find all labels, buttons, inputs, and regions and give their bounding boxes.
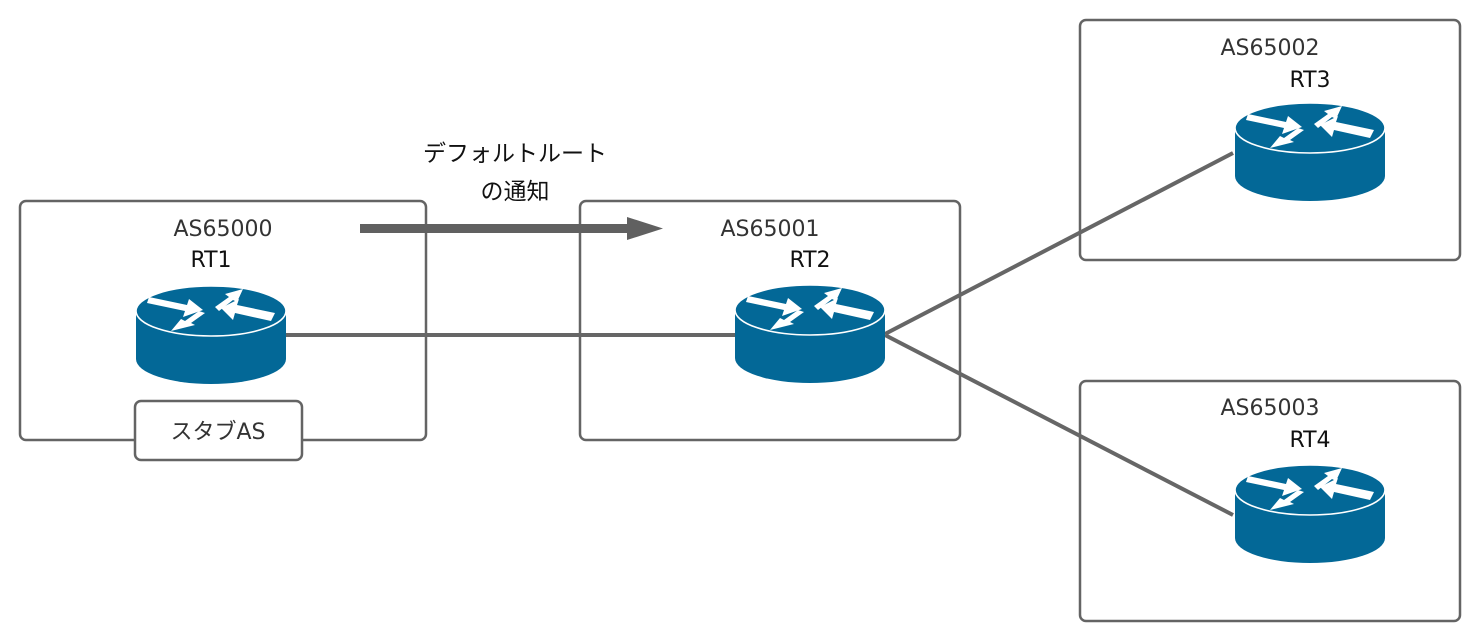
caption-line-2: の通知 <box>481 179 550 205</box>
as-label-as65002: AS65002 <box>1221 36 1320 61</box>
as-label-as65001: AS65001 <box>721 217 820 242</box>
stub-as-label: スタブAS <box>170 420 265 445</box>
stub-as-tag: スタブAS <box>133 399 304 462</box>
default-route-arrow <box>360 217 663 240</box>
router-label-rt2: RT2 <box>789 248 830 273</box>
as-label-as65003: AS65003 <box>1221 396 1320 421</box>
caption-line-1: デフォルトルート <box>423 141 607 167</box>
router-icon-rt1[interactable] <box>135 285 287 385</box>
router-icon-rt3[interactable] <box>1234 102 1386 202</box>
router-label-rt3: RT3 <box>1289 68 1330 93</box>
link-rt2-rt4 <box>884 333 1234 517</box>
router-icon-rt4[interactable] <box>1234 464 1386 564</box>
router-label-rt1: RT1 <box>190 248 231 273</box>
router-icon-rt2[interactable] <box>734 284 886 384</box>
link-rt2-rt3 <box>884 151 1234 336</box>
router-label-rt4: RT4 <box>1289 428 1330 453</box>
as-label-as65000: AS65000 <box>174 217 273 242</box>
